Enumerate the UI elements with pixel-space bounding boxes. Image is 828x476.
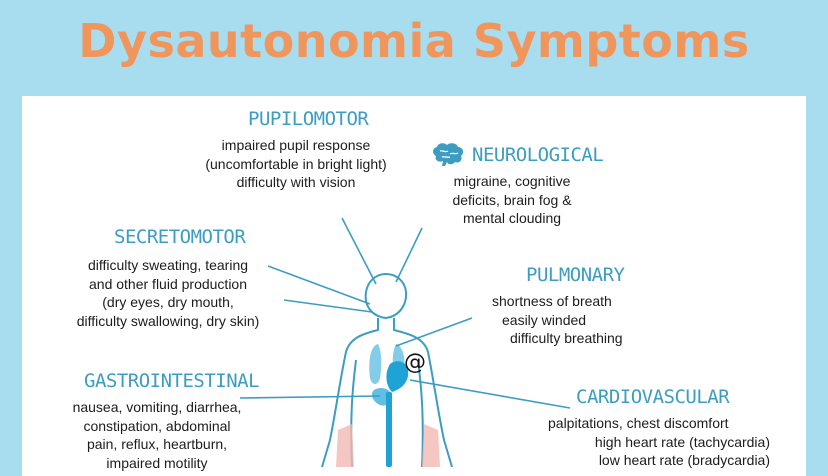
watermark-at: @ (404, 350, 426, 375)
pulmonary-text: shortness of breath easily winded diffic… (492, 292, 652, 348)
heart (386, 361, 409, 392)
secretomotor-line: difficulty sweating, tearing (87, 257, 249, 273)
page-title: Dysautonomia Symptoms (78, 14, 750, 68)
connector-gastrointestinal (239, 395, 381, 399)
connector-cardiovascular (409, 379, 571, 409)
secretomotor-line: (dry eyes, dry mouth, (102, 294, 234, 310)
connector-neurological (395, 227, 423, 283)
neurological-heading: NEUROLOGICAL (472, 144, 604, 166)
torso-outline (321, 318, 453, 467)
secretomotor-heading: SECRETOMOTOR (114, 226, 246, 248)
gastrointestinal-line: pain, reflux, heartburn, (86, 436, 228, 452)
neurological-text: migraine, cognitive deficits, brain fog … (432, 172, 592, 228)
secretomotor-line: difficulty swallowing, dry skin) (76, 312, 260, 329)
connector-secretomotor-1 (267, 265, 371, 305)
cardiovascular-line: low heart rate (bradycardia) (598, 452, 770, 468)
gastrointestinal-line: impaired motility (106, 454, 208, 471)
lung-left (369, 344, 382, 384)
cardiovascular-text: palpitations, chest discomfort high hear… (548, 414, 770, 470)
connector-secretomotor-2 (283, 299, 373, 313)
pupilomotor-heading: PUPILOMOTOR (248, 108, 369, 130)
cardiovascular-line: high heart rate (tachycardia) (594, 433, 770, 450)
pulmonary-heading: PULMONARY (526, 264, 625, 286)
pelvis-left (336, 424, 354, 467)
pulmonary-line: difficulty breathing (510, 330, 623, 346)
secretomotor-text: difficulty sweating, tearing and other f… (56, 256, 280, 330)
spine (386, 392, 392, 467)
cardiovascular-line: palpitations, chest discomfort (548, 415, 729, 431)
brain-icon (433, 143, 464, 166)
pupilomotor-line: difficulty with vision (236, 174, 356, 190)
cardiovascular-heading: CARDIOVASCULAR (576, 386, 730, 408)
gastrointestinal-line: nausea, vomiting, diarrhea, (72, 399, 242, 415)
pulmonary-line: shortness of breath (492, 293, 612, 309)
diagram-panel (22, 96, 806, 476)
gastrointestinal-text: nausea, vomiting, diarrhea, constipation… (52, 398, 262, 472)
connector-pupilomotor (341, 217, 377, 285)
pupilomotor-line: (uncomfortable in bright light) (205, 155, 387, 172)
neurological-line: mental clouding (462, 210, 562, 226)
pupilomotor-text: impaired pupil response (uncomfortable i… (186, 136, 406, 192)
neurological-line: deficits, brain fog & (452, 191, 572, 208)
head-outline (364, 273, 408, 319)
connector-pulmonary (395, 317, 473, 347)
pupilomotor-line: impaired pupil response (221, 137, 371, 153)
neurological-line: migraine, cognitive (453, 173, 571, 189)
secretomotor-line: and other fluid production (89, 275, 247, 292)
gastrointestinal-heading: GASTROINTESTINAL (84, 370, 260, 392)
gastrointestinal-line: constipation, abdominal (83, 417, 231, 434)
pelvis-right (422, 424, 440, 467)
pulmonary-line: easily winded (502, 311, 587, 328)
